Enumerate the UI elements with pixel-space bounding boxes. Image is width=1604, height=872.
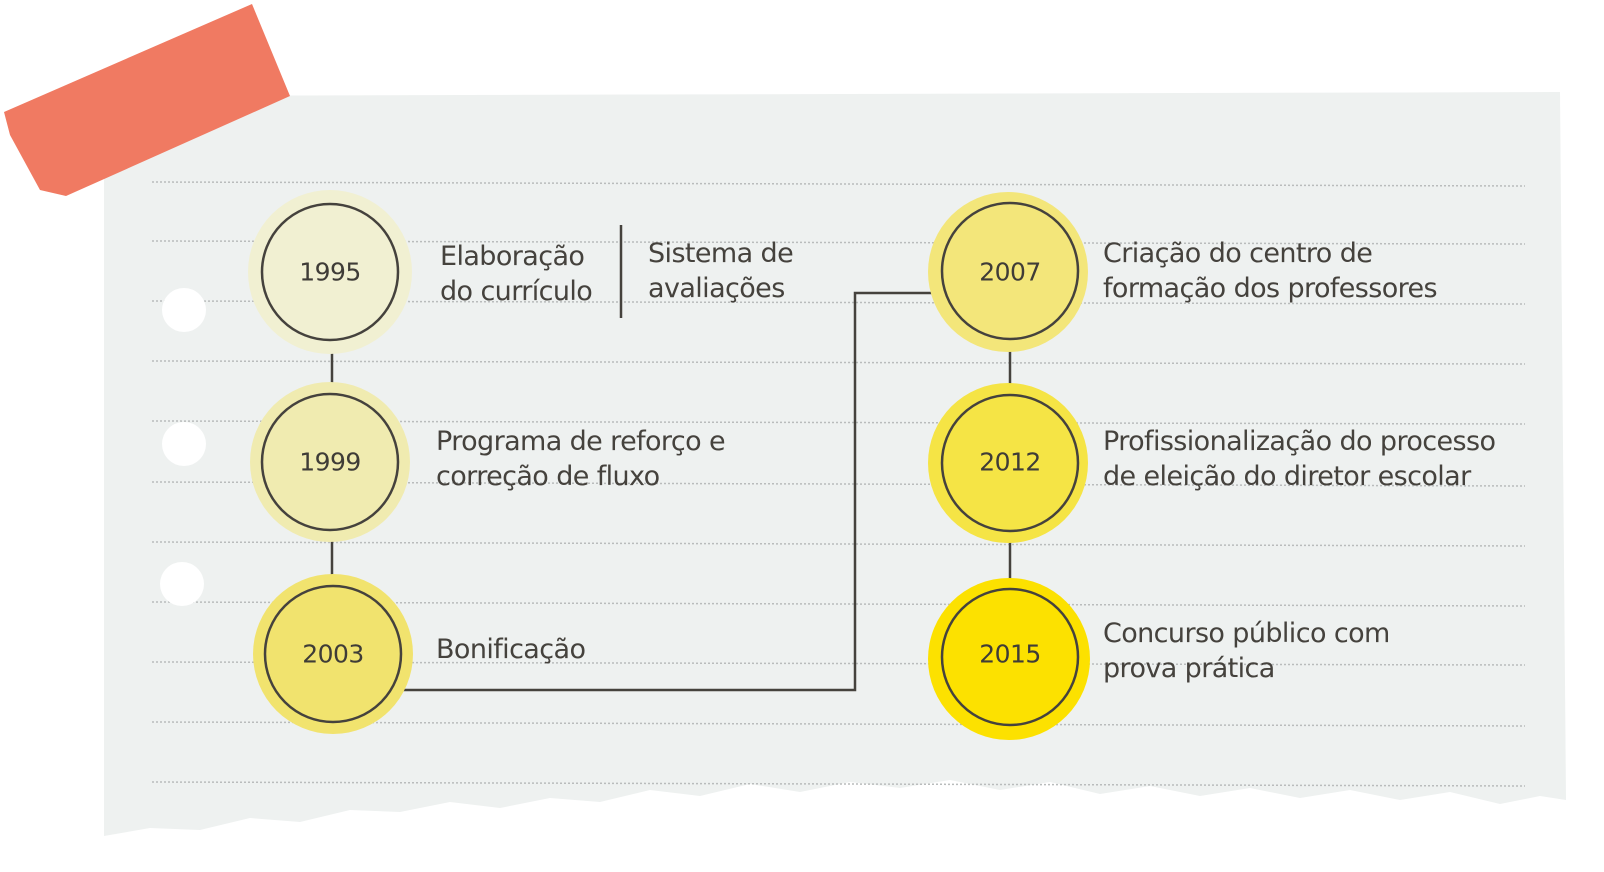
node-2007: [940, 201, 1080, 341]
binder-holes: [160, 288, 206, 606]
event-description: Criação do centro de formação dos profes…: [1103, 236, 1438, 306]
text-line: de eleição do diretor escolar: [1103, 461, 1471, 492]
event-description: Elaboração do currículo: [440, 239, 593, 309]
event-description: Bonificação: [436, 632, 586, 667]
event-description: Profissionalização do processo de eleiçã…: [1103, 424, 1496, 494]
text-line: Profissionalização do processo: [1103, 426, 1496, 457]
year-label: 1999: [299, 447, 361, 477]
text-line: correção de fluxo: [436, 461, 660, 492]
event-description: Programa de reforço e correção de fluxo: [436, 424, 726, 494]
halo-2015: [928, 578, 1090, 740]
node-2015: [940, 587, 1080, 727]
tape: [4, 4, 290, 196]
text-line: avaliações: [648, 273, 785, 304]
node-1999: [260, 392, 400, 532]
halo-1999: [250, 382, 410, 542]
halo-1995: [248, 190, 412, 354]
year-label: 2003: [302, 639, 364, 669]
text-line: Elaboração: [440, 241, 585, 272]
year-label: 1995: [299, 257, 361, 287]
text-line: Concurso público com: [1103, 618, 1390, 649]
text-line: Bonificação: [436, 634, 586, 665]
text-line: formação dos professores: [1103, 273, 1438, 304]
node-2012: [940, 393, 1080, 533]
event-description: Concurso público com prova prática: [1103, 616, 1390, 686]
text-line: Sistema de: [648, 238, 794, 269]
text-line: prova prática: [1103, 653, 1275, 684]
event-description-extra: Sistema de avaliações: [648, 236, 794, 306]
node-2003: [263, 584, 403, 724]
text-line: Criação do centro de: [1103, 238, 1373, 269]
node-1995: [260, 202, 400, 342]
year-label: 2015: [979, 639, 1041, 669]
year-label: 2012: [979, 447, 1041, 477]
halo-2003: [253, 574, 413, 734]
year-label: 2007: [979, 257, 1041, 287]
paper-sheet: [104, 92, 1566, 836]
halo-2012: [928, 383, 1088, 543]
text-line: Programa de reforço e: [436, 426, 726, 457]
halo-2007: [928, 192, 1088, 352]
text-line: do currículo: [440, 276, 593, 307]
